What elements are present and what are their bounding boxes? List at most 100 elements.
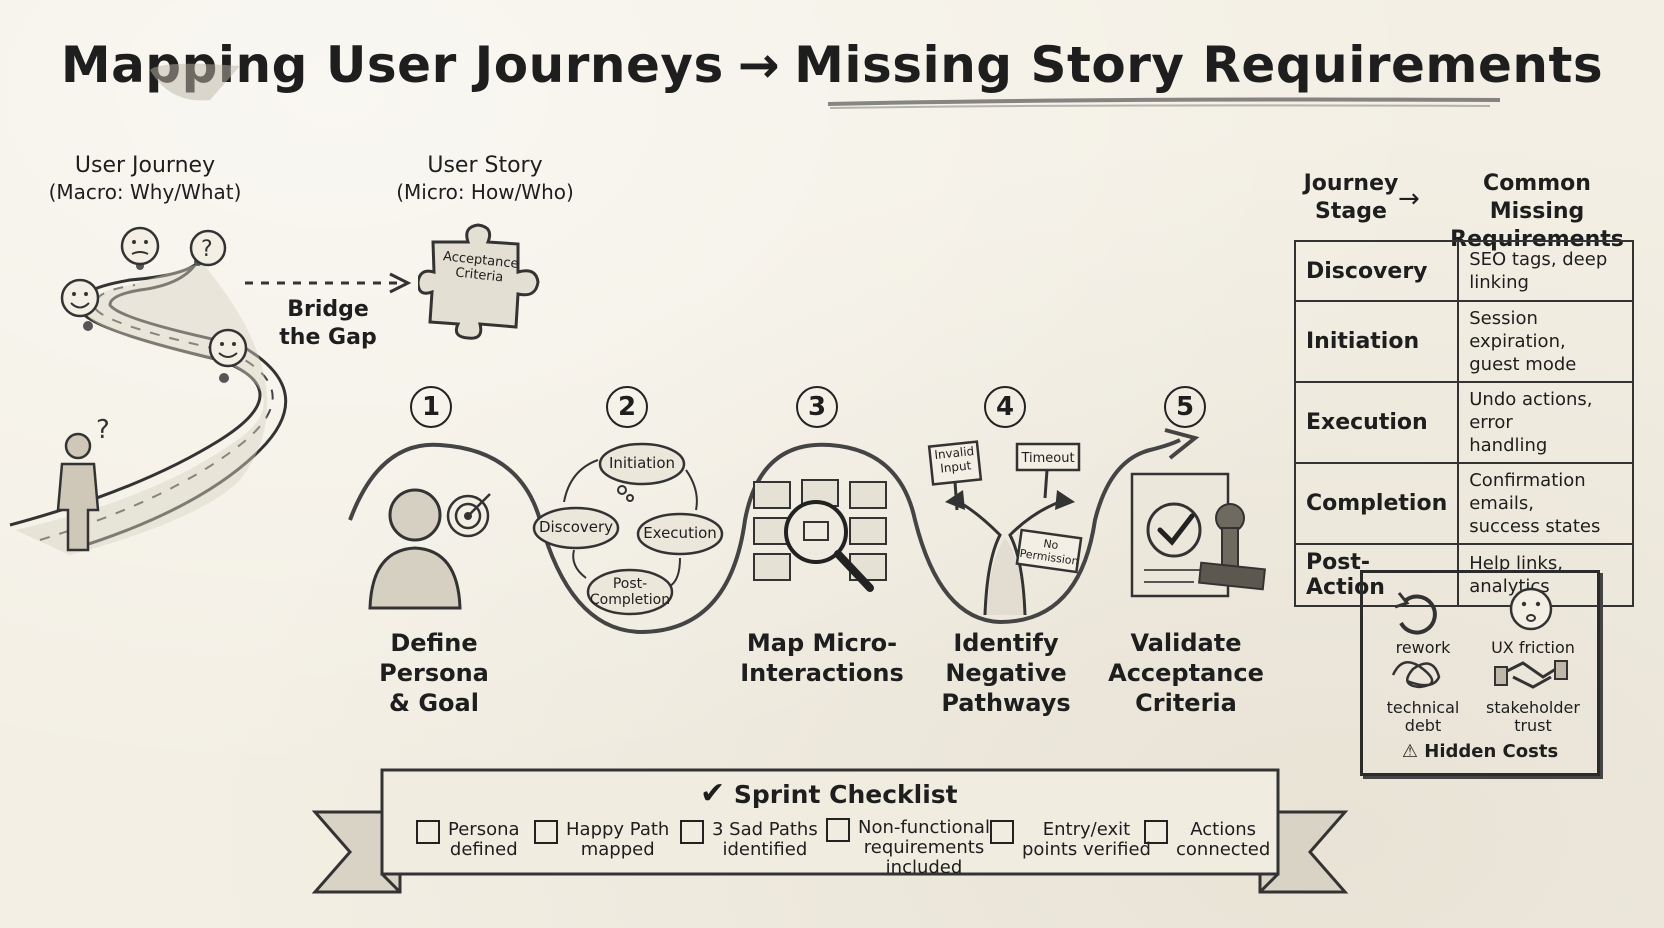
magnifier-grid-icon [753, 479, 887, 592]
checkmark-icon: ✔ [700, 776, 726, 811]
req-line1: Confirmation emails, [1469, 470, 1586, 514]
step4-line2: Negative [945, 659, 1067, 687]
step4-line3: Pathways [941, 689, 1071, 717]
req-line2: handling [1469, 435, 1548, 456]
step3-line2: Interactions [740, 659, 904, 687]
cycle-discovery: Discovery [538, 518, 614, 536]
title-right: Missing Story Requirements [794, 36, 1604, 94]
item-line2: requirements [863, 837, 985, 858]
bridge-line1: Bridge [287, 297, 369, 322]
checklist-title-text: Sprint Checklist [733, 780, 958, 809]
checkbox[interactable] [534, 820, 558, 844]
row-stage: Completion [1293, 462, 1460, 545]
step3-line1: Map Micro- [746, 629, 898, 657]
forked-road-signs-icon [927, 440, 1083, 616]
checkbox[interactable] [826, 818, 850, 842]
req-line1: Undo actions, error [1469, 389, 1593, 433]
checkbox[interactable] [1144, 820, 1168, 844]
checkbox[interactable] [680, 820, 704, 844]
step-number-2: 2 [606, 386, 648, 428]
item-line2: connected [1176, 839, 1271, 860]
item-line1: Actions [1190, 819, 1257, 840]
smiling-face-icon [208, 328, 248, 368]
journey-cycle-diagram [532, 442, 724, 616]
table-header-arrow: → [1398, 184, 1420, 214]
question-bubble-icon: ? [189, 229, 227, 267]
title-arrow: → [737, 36, 781, 94]
cost-ux-friction: UX friction [1491, 638, 1575, 657]
step-label-3: Map Micro- Interactions [722, 628, 922, 688]
hidden-costs-label: Hidden Costs [1424, 741, 1559, 762]
puzzle-piece-icon [418, 223, 540, 340]
step5-line3: Criteria [1135, 689, 1237, 717]
cycle-post-line1: Post- [612, 576, 648, 592]
bridge-arrow [245, 272, 412, 294]
svg-text:?: ? [201, 237, 213, 262]
checkbox[interactable] [990, 820, 1014, 844]
cost-stake-line1: stakeholder [1486, 698, 1580, 717]
bridge-line2: the Gap [279, 325, 377, 350]
page-title: Mapping User Journeys→Missing Story Requ… [0, 36, 1664, 94]
person-figure-icon: ? [56, 415, 110, 552]
winding-road-illustration: ? ? [9, 226, 288, 555]
cycle-post-line2: Completion [589, 592, 671, 608]
step5-line2: Acceptance [1108, 659, 1264, 687]
worried-face-icon [1509, 587, 1553, 631]
tangled-scribble-icon [1391, 661, 1441, 689]
sign-timeout: Timeout [1021, 451, 1075, 466]
item-line2: mapped [580, 839, 655, 860]
warning-icon: ⚠ [1401, 741, 1418, 762]
row-stage: Discovery [1293, 240, 1460, 302]
row-requirements: Confirmation emails,success states [1457, 462, 1634, 545]
item-line1: Happy Path [566, 819, 670, 840]
row-requirements: SEO tags, deep linking [1457, 240, 1634, 302]
header-left-line1: Journey [1303, 171, 1399, 196]
req-line1: Session expiration, [1469, 308, 1566, 352]
step-number-5: 5 [1164, 386, 1206, 428]
item-line1: 3 Sad Paths [712, 819, 818, 840]
step-number-4: 4 [984, 386, 1026, 428]
step-label-4: Identify Negative Pathways [906, 628, 1106, 718]
checklist-title: ✔ Sprint Checklist [700, 776, 958, 811]
step4-line1: Identify [953, 629, 1059, 657]
cost-rework: rework [1395, 638, 1451, 657]
checkbox[interactable] [416, 820, 440, 844]
req-line1: SEO tags, deep linking [1469, 249, 1608, 293]
step-label-1: Define Persona & Goal [334, 628, 534, 718]
cycle-post-completion: Post- Completion [584, 576, 676, 608]
handshake-icon [1494, 660, 1568, 689]
row-stage: Post-Action [1293, 543, 1460, 607]
step1-line2: & Goal [389, 689, 479, 717]
cost-stakeholder-trust: stakeholder trust [1481, 699, 1585, 735]
cost-technical-debt: technical debt [1371, 699, 1475, 735]
table-row: Discovery SEO tags, deep linking [1293, 240, 1634, 302]
journey-subtitle: (Macro: Why/What) [48, 180, 242, 204]
header-left-line2: Stage [1315, 199, 1387, 224]
journey-heading: User Journey (Macro: Why/What) [40, 152, 250, 204]
step-number-3: 3 [796, 386, 838, 428]
cycle-initiation: Initiation [608, 454, 676, 472]
bridge-label: Bridge the Gap [268, 296, 388, 352]
journey-title: User Journey [74, 153, 216, 178]
row-stage: Initiation [1293, 300, 1460, 383]
req-line2: guest mode [1469, 354, 1577, 375]
story-title: User Story [427, 153, 543, 178]
item-line1: Non-functional [858, 817, 990, 838]
header-right-line1: Common Missing [1483, 171, 1591, 224]
row-requirements: Session expiration,guest mode [1457, 300, 1634, 383]
table-row: Completion Confirmation emails,success s… [1293, 462, 1634, 545]
step1-line1: Define Persona [379, 629, 489, 687]
table-header-stage: Journey Stage [1296, 170, 1406, 226]
happy-face-icon [60, 278, 100, 318]
